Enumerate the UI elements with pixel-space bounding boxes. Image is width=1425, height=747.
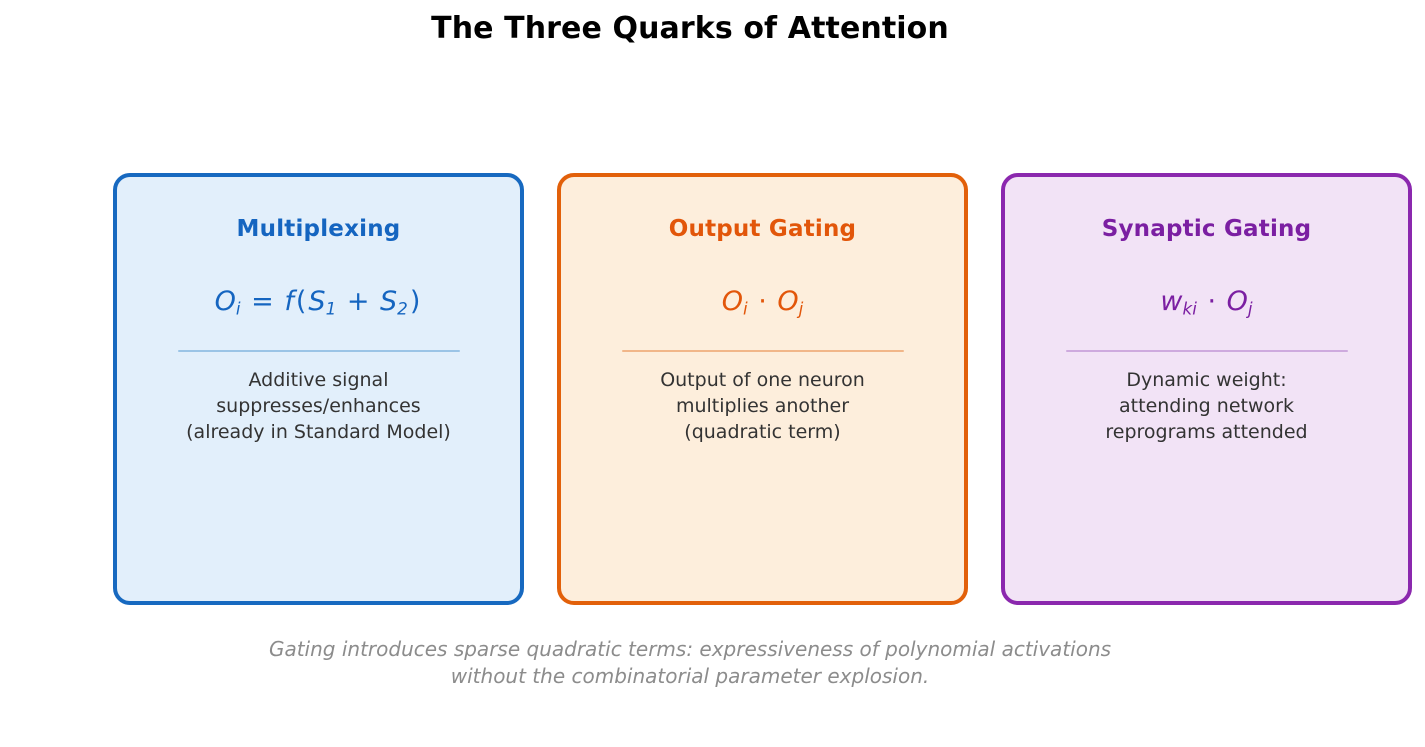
card-divider-multiplexing [177, 349, 460, 352]
card-synaptic-gating[interactable]: Synaptic Gating wki · Oj Dynamic weight:… [1001, 173, 1412, 605]
formula-sub-i: i [235, 298, 241, 319]
card-description-multiplexing: Additive signal suppresses/enhances (alr… [186, 368, 451, 443]
card-output-gating[interactable]: Output Gating Oi · Oj Output of one neur… [557, 173, 968, 605]
formula-sub-1: 1 [325, 298, 337, 319]
card-multiplexing[interactable]: Multiplexing Oi = f(S1 + S2) Additive si… [113, 173, 524, 605]
card-divider-synaptic-gating [1065, 349, 1348, 352]
card-description-output-gating: Output of one neuron multiplies another … [660, 368, 865, 443]
formula-sub-i: i [742, 298, 748, 319]
card-description-synaptic-gating: Dynamic weight: attending network reprog… [1105, 368, 1308, 443]
card-formula-output-gating: Oi · Oj [722, 288, 804, 317]
card-divider-output-gating [621, 349, 904, 352]
formula-sub-2: 2 [397, 298, 408, 319]
formula-var-o: O [214, 286, 236, 318]
cards-row: Multiplexing Oi = f(S1 + S2) Additive si… [113, 173, 1412, 605]
card-title-multiplexing: Multiplexing [236, 216, 401, 242]
figure-caption: Gating introduces sparse quadratic terms… [268, 637, 1112, 688]
formula-var-o-i: O [721, 286, 743, 318]
formula-dot-operator: · [758, 286, 767, 318]
formula-sub-ki: ki [1182, 298, 1197, 319]
formula-plus: + [346, 286, 370, 318]
card-title-synaptic-gating: Synaptic Gating [1101, 216, 1312, 242]
card-title-output-gating: Output Gating [668, 216, 857, 242]
formula-fn-f: f [284, 286, 294, 318]
formula-sub-j: j [1247, 298, 1253, 319]
page-title: The Three Quarks of Attention [431, 11, 949, 46]
card-formula-multiplexing: Oi = f(S1 + S2) [215, 288, 423, 317]
formula-equals: = [251, 286, 274, 318]
formula-var-s1: S [308, 286, 326, 318]
formula-var-s2: S [380, 286, 398, 318]
formula-sub-j: j [798, 298, 804, 319]
formula-var-w: w [1160, 286, 1183, 318]
formula-paren-close: ) [409, 286, 421, 318]
formula-var-o-j: O [777, 286, 799, 318]
formula-var-o-j: O [1226, 286, 1248, 318]
formula-dot-operator: · [1207, 286, 1217, 318]
formula-paren-open: ( [295, 286, 307, 318]
card-formula-synaptic-gating: wki · Oj [1160, 288, 1252, 317]
